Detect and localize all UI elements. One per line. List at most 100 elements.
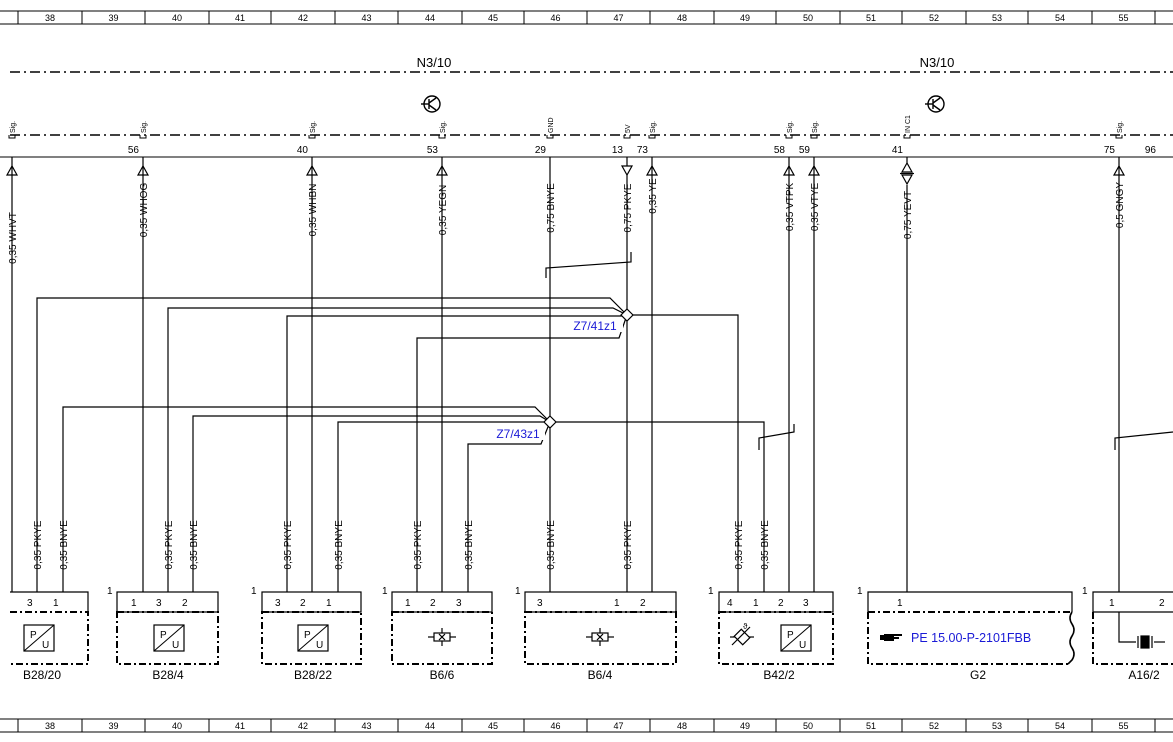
pressure-sensor-icon: P U (780, 624, 812, 652)
splice-label: Z7/41z1 (573, 319, 617, 333)
svg-text:U: U (172, 640, 179, 651)
pin-label: 3 (803, 598, 809, 609)
wire-label: 0,35 BNYE (546, 520, 557, 570)
svg-text:U: U (42, 640, 49, 651)
pin-label: 1 (753, 598, 759, 609)
pin-signal-label: 5V (625, 124, 632, 133)
wire-label: 0,35 PKYE (413, 520, 424, 569)
wire-label: 0,35 PKYE (33, 520, 44, 569)
corner-pin: 1 (708, 586, 714, 597)
ruler-label: 42 (298, 13, 308, 23)
pin-label: 2 (778, 598, 784, 609)
ruler-label: 49 (740, 721, 750, 731)
wire-label: 0,5 GNGY (1115, 182, 1126, 228)
pin-label: 1 (53, 598, 59, 609)
wire-label: 0,75 BNYE (546, 183, 557, 233)
pin-number: 75 (1104, 145, 1116, 156)
pin-socket (308, 135, 316, 139)
pin-number: 96 (1145, 145, 1157, 156)
wire-label: 0,35 PKYE (283, 520, 294, 569)
ruler-label: 39 (108, 13, 118, 23)
transistor-icon (421, 95, 441, 113)
pin-socket (8, 135, 16, 139)
svg-text:P: P (30, 630, 37, 641)
ruler-label: 54 (1055, 721, 1065, 731)
component-label: B28/20 (23, 668, 61, 682)
component-b28-4: 1 1 3 2 P U B28/4 (107, 586, 219, 682)
component-a16-2: 1 1 2 A16/2 (1082, 586, 1173, 682)
ruler-top (0, 10, 1173, 25)
pin-label: 3 (537, 598, 543, 609)
pin-label: 3 (156, 598, 162, 609)
temperature-symbol: ϑ (743, 622, 748, 631)
pin-socket (810, 135, 818, 139)
pin-signal-label: Sig. (650, 121, 657, 133)
wire-label: 0,35 PKYE (734, 520, 745, 569)
ruler-label: 53 (992, 13, 1002, 23)
pin-header: Sig.Sig.56Sig.40Sig.53GND295V13Sig.73Sig… (8, 115, 1157, 156)
wire-label: 0,35 BNYE (760, 520, 771, 570)
pin-socket (623, 135, 631, 139)
pin-number: 53 (427, 145, 439, 156)
pin-socket (438, 135, 446, 139)
pin-label: 3 (275, 598, 281, 609)
ruler-label: 46 (550, 13, 560, 23)
ruler-label: 41 (235, 13, 245, 23)
ruler-label: 39 (108, 721, 118, 731)
ruler-label: 38 (45, 721, 55, 731)
ruler-label: 40 (172, 13, 182, 23)
corner-pin: 1 (857, 586, 863, 597)
component-b28-22: 1 3 2 1 P U B28/22 (251, 586, 362, 682)
wire-label: 0,35 WHVT (8, 212, 19, 264)
reference-link[interactable]: PE 15.00-P-2101FBB (911, 631, 1031, 645)
component-label: A16/2 (1128, 668, 1160, 682)
pin-number: 40 (297, 145, 309, 156)
ruler-label: 49 (740, 13, 750, 23)
wire-label: 0,35 YE (648, 178, 659, 214)
svg-text:U: U (799, 640, 806, 651)
pin-signal-label: Sig. (787, 121, 794, 133)
wire-label: 0,75 PKYE (623, 183, 634, 232)
pin-socket (546, 135, 554, 139)
svg-text:P: P (304, 630, 311, 641)
component-label: B28/4 (152, 668, 184, 682)
transistor-icon (925, 95, 945, 113)
pin-socket (648, 135, 656, 139)
component-label: B6/4 (588, 668, 613, 682)
ruler-label: 51 (866, 721, 876, 731)
ruler-label: 48 (677, 721, 687, 731)
control-unit-label: N3/10 (417, 55, 452, 70)
pin-number: 58 (774, 145, 786, 156)
pin-label: 2 (182, 598, 188, 609)
corner-pin: 1 (251, 586, 257, 597)
component-g2: 1 1 PE 15.00-P-2101FBB G2 (857, 586, 1075, 682)
branch-wire-labels: 0,35 PKYE 0,35 BNYE 0,35 PKYE 0,35 BNYE … (33, 520, 771, 570)
corner-pin: 1 (382, 586, 388, 597)
pin-label: 4 (727, 598, 733, 609)
pin-socket (785, 135, 793, 139)
pin-label: 2 (430, 598, 436, 609)
ruler-label: 44 (425, 13, 435, 23)
pin-signal-label: Sig. (310, 121, 317, 133)
wire-label: 0,75 YEVT (903, 191, 914, 239)
knock-sensor-icon (1118, 612, 1165, 649)
pin-number: 73 (637, 145, 649, 156)
wires-top (11, 157, 1173, 592)
wire-label: 0,35 VTPK (785, 182, 796, 231)
wire-label: 0,35 YEGN (438, 185, 449, 235)
ruler-label: 43 (361, 721, 371, 731)
ruler-label: 42 (298, 721, 308, 731)
ruler-label: 55 (1118, 13, 1128, 23)
splice-label: Z7/43z1 (496, 427, 540, 441)
hall-sensor-icon (586, 628, 614, 646)
temperature-sensor-icon (730, 626, 754, 646)
wire-label: 0,35 WHOG (139, 183, 150, 238)
svg-text:U: U (316, 640, 323, 651)
svg-text:P: P (160, 630, 167, 641)
component-b42-2: 1 4 1 2 3 ϑ P U B42/2 (708, 586, 834, 682)
ruler-label: 43 (361, 13, 371, 23)
ruler-label: 50 (803, 721, 813, 731)
component-label: G2 (970, 668, 986, 682)
